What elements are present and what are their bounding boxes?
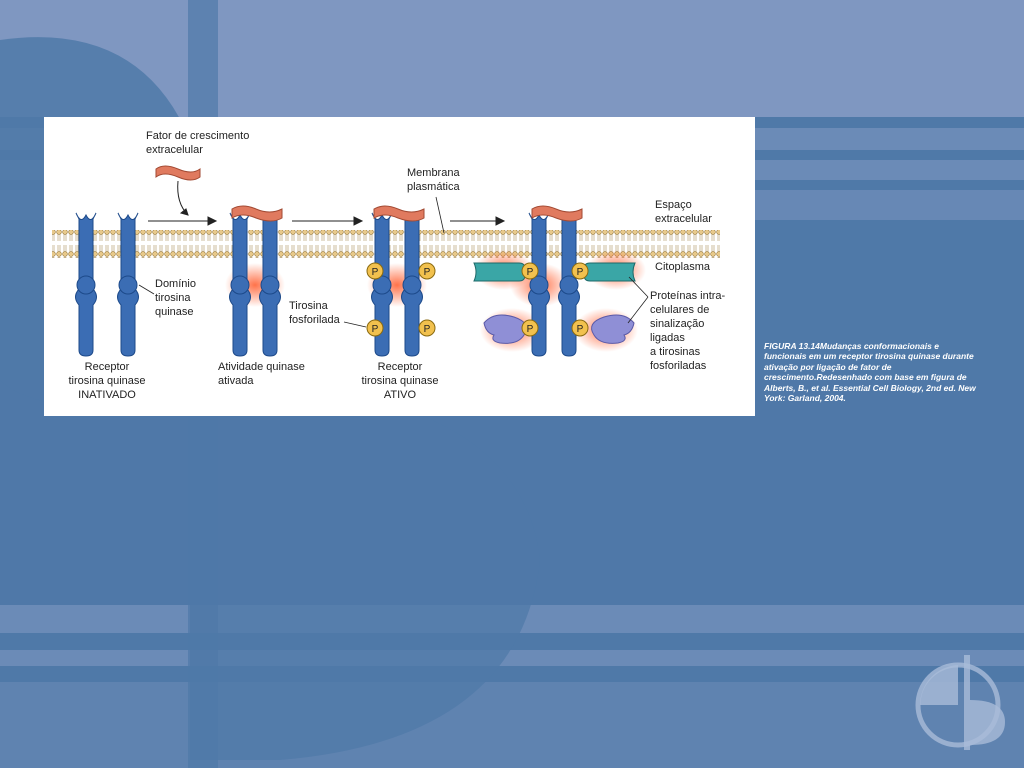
leader-line [343, 321, 367, 328]
phosphate-icon: P [571, 319, 589, 337]
svg-text:P: P [527, 324, 534, 335]
phosphate-icon: P [418, 319, 436, 337]
label-signaling-proteins: Proteínas intra- celulares de sinalizaçã… [650, 290, 726, 372]
ligand-icon [155, 165, 583, 222]
svg-text:P: P [577, 324, 584, 335]
svg-text:P: P [577, 267, 584, 278]
leader-line [628, 276, 649, 298]
phosphate-icon: P [418, 262, 436, 280]
figure-panel: P P P P P P P P Fator de crescimento extracelul… [44, 117, 755, 416]
receptor-icon [117, 212, 139, 357]
label-extracellular-space: Espaço extracelular [655, 199, 712, 225]
label-cytoplasm: Citoplasma [655, 261, 711, 273]
label-kinase-domain: Domínio tirosina quinase [155, 278, 196, 318]
label-stage3: Receptor tirosina quinase ATIVO [361, 361, 439, 401]
receptor-icon [259, 212, 281, 357]
leader-line [138, 284, 155, 295]
label-membrane: Membrana plasmática [407, 167, 460, 193]
signaling-protein-purple [483, 314, 635, 344]
svg-text:P: P [424, 324, 431, 335]
receptor-icon [528, 212, 550, 357]
label-stage1: Receptor tirosina quinase INATIVADO [68, 361, 146, 401]
phosphate-icon: P [521, 262, 539, 280]
svg-text:P: P [527, 267, 534, 278]
leader-line [627, 296, 649, 324]
svg-text:P: P [372, 267, 379, 278]
receptor-icon [229, 212, 251, 357]
receptor-diagram: P P P P P P P P [52, 165, 720, 357]
arrow-icon [148, 180, 506, 226]
phosphate-icon: P [366, 262, 384, 280]
phosphate-icon: P [366, 319, 384, 337]
label-growth-factor: Fator de crescimento extracelular [146, 130, 250, 156]
figure-caption: FIGURA 13.14Mudanças conformacionais e f… [764, 341, 976, 404]
phosphate-icon: P [571, 262, 589, 280]
label-phospho-tyrosine: Tirosina fosforilada [289, 300, 340, 326]
phosphate-icon: P [521, 319, 539, 337]
svg-text:P: P [424, 267, 431, 278]
label-stage2: Atividade quinase ativada [218, 361, 305, 387]
signaling-protein-teal [473, 262, 636, 282]
logo-icon [915, 655, 1005, 750]
leader-line [435, 196, 445, 234]
receptor-icon [75, 212, 97, 357]
svg-text:P: P [372, 324, 379, 335]
receptor-icon [401, 212, 423, 357]
